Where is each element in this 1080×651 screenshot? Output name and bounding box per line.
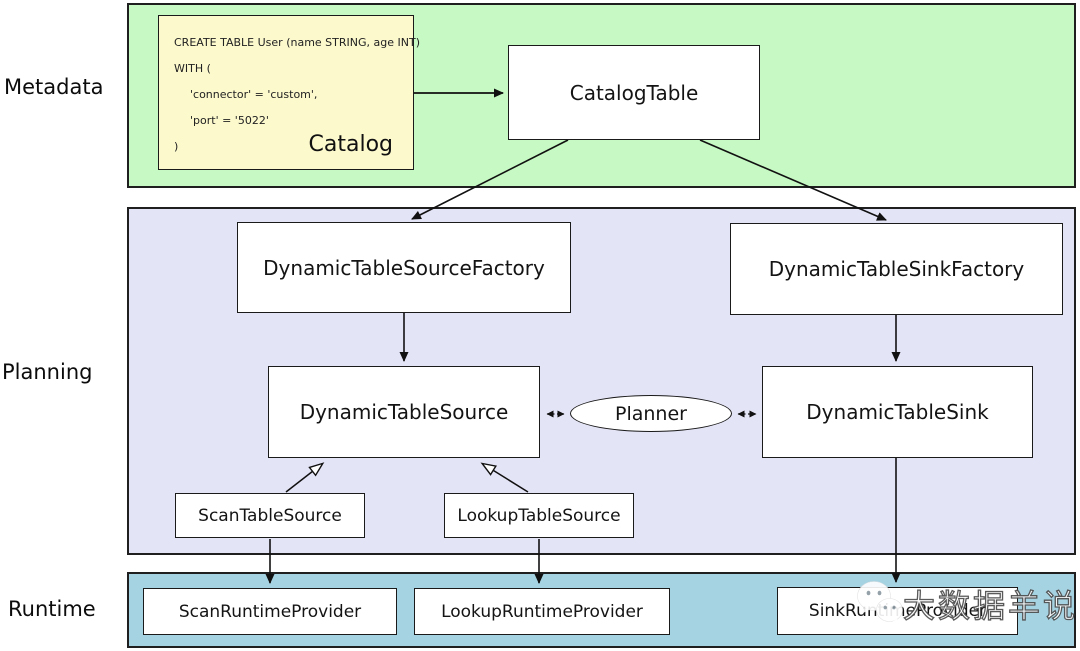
node-lookup-table-source: LookupTableSource [444, 493, 634, 538]
node-scan-table-source: ScanTableSource [175, 493, 365, 538]
node-catalog-table: CatalogTable [508, 45, 760, 140]
node-dynamic-table-sink: DynamicTableSink [762, 366, 1033, 458]
catalog-label: Catalog [308, 132, 394, 157]
node-lookup-runtime-provider: LookupRuntimeProvider [414, 588, 670, 635]
ddl-line: ) [174, 140, 179, 153]
ddl-line: 'port' = '5022' [190, 114, 269, 127]
ddl-line: 'connector' = 'custom', [190, 88, 318, 101]
node-dynamic-table-sink-factory: DynamicTableSinkFactory [730, 223, 1063, 315]
ddl-line: WITH ( [174, 62, 211, 75]
label-metadata-layer: Metadata [4, 75, 104, 99]
label-runtime-layer: Runtime [8, 597, 96, 621]
wechat-icon [853, 578, 907, 632]
node-scan-runtime-provider: ScanRuntimeProvider [143, 588, 397, 635]
label-planning-layer: Planning [2, 360, 93, 384]
ddl-line: CREATE TABLE User (name STRING, age INT) [174, 36, 420, 49]
node-dynamic-table-source-factory: DynamicTableSourceFactory [237, 222, 571, 313]
node-planner: Planner [570, 395, 732, 432]
watermark-text: 大数据羊说 [902, 586, 1079, 625]
catalog-ddl-box: CREATE TABLE User (name STRING, age INT)… [158, 15, 420, 170]
node-dynamic-table-source: DynamicTableSource [268, 366, 540, 458]
